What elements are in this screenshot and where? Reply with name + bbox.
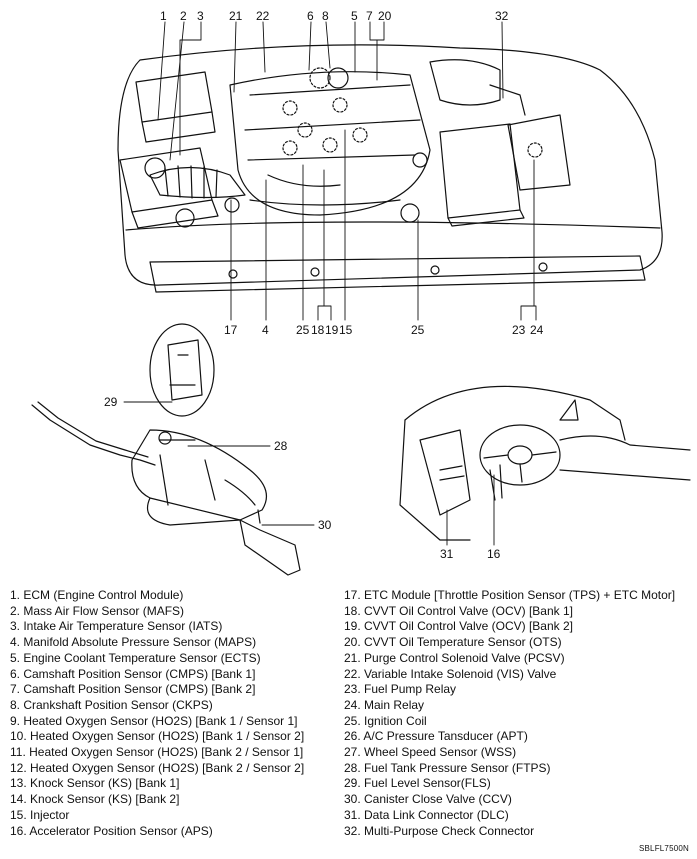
callout-24: 24 [530, 323, 544, 337]
legend-item: 29. Fuel Level Sensor(FLS) [344, 776, 491, 791]
callout-29: 29 [104, 395, 118, 409]
legend-item: 8. Crankshaft Position Sensor (CKPS) [10, 697, 213, 712]
legend-item: 15. Injector [10, 807, 70, 822]
legend-item: 27. Wheel Speed Sensor (WSS) [344, 745, 517, 760]
callout-20: 20 [378, 9, 392, 23]
legend-item: 2. Mass Air Flow Sensor (MAFS) [10, 603, 185, 618]
callout-32: 32 [495, 9, 509, 23]
legend-item: 23. Fuel Pump Relay [344, 682, 457, 697]
figure-code: SBLFL7500N [638, 844, 689, 853]
callout-25-left: 25 [296, 323, 310, 337]
legend-item: 12. Heated Oxygen Sensor (HO2S) [Bank 2 … [10, 760, 305, 775]
legend-item: 4. Manifold Absolute Pressure Sensor (MA… [10, 635, 257, 650]
callout-31: 31 [440, 547, 454, 561]
callout-6: 6 [307, 9, 314, 23]
callout-17: 17 [224, 323, 238, 337]
callout-15: 15 [339, 323, 353, 337]
engine-bay-drawing [117, 44, 663, 293]
legend-item: 25. Ignition Coil [344, 713, 427, 728]
callout-5: 5 [351, 9, 358, 23]
legend-item: 22. Variable Intake Solenoid (VIS) Valve [344, 666, 557, 681]
legend-item: 28. Fuel Tank Pressure Sensor (FTPS) [344, 760, 551, 775]
callout-4: 4 [262, 323, 269, 337]
legend-item: 11. Heated Oxygen Sensor (HO2S) [Bank 2 … [10, 745, 304, 760]
fuel-tank-drawing [31, 323, 301, 576]
legend-item: 31. Data Link Connector (DLC) [344, 807, 509, 822]
callout-16: 16 [487, 547, 501, 561]
legend-item: 18. CVVT Oil Control Valve (OCV) [Bank 1… [344, 603, 573, 618]
legend-item: 17. ETC Module [Throttle Position Sensor… [344, 588, 676, 602]
legend-right-column: 17. ETC Module [Throttle Position Sensor… [344, 588, 675, 839]
interior-drawing [399, 385, 691, 541]
engine-leader-lines [157, 21, 537, 321]
legend-left-column: 1. ECM (Engine Control Module) 2. Mass A… [10, 588, 304, 839]
legend-item: 21. Purge Control Solenoid Valve (PCSV) [344, 650, 565, 665]
callout-23: 23 [512, 323, 526, 337]
callout-8: 8 [322, 9, 329, 23]
legend-item: 19. CVVT Oil Control Valve (OCV) [Bank 2… [344, 619, 573, 634]
callout-22: 22 [256, 9, 270, 23]
callout-28: 28 [274, 439, 288, 453]
legend-item: 5. Engine Coolant Temperature Sensor (EC… [10, 650, 261, 665]
callout-7: 7 [366, 9, 373, 23]
callout-18: 18 [311, 323, 325, 337]
legend-item: 20. CVVT Oil Temperature Sensor (OTS) [344, 635, 562, 650]
callout-21: 21 [229, 9, 243, 23]
legend-item: 9. Heated Oxygen Sensor (HO2S) [Bank 1 /… [10, 713, 298, 728]
legend-item: 24. Main Relay [344, 697, 425, 712]
legend-item: 1. ECM (Engine Control Module) [10, 588, 184, 602]
legend-item: 6. Camshaft Position Sensor (CMPS) [Bank… [10, 666, 256, 681]
callout-1: 1 [160, 9, 167, 23]
legend-item: 32. Multi-Purpose Check Connector [344, 823, 535, 838]
legend-item: 16. Accelerator Position Sensor (APS) [10, 823, 213, 838]
callout-19: 19 [325, 323, 339, 337]
legend-item: 14. Knock Sensor (KS) [Bank 2] [10, 792, 180, 807]
callout-2: 2 [180, 9, 187, 23]
legend-item: 26. A/C Pressure Tansducer (APT) [344, 729, 528, 744]
callout-3: 3 [197, 9, 204, 23]
callout-30: 30 [318, 518, 332, 532]
legend-item: 3. Intake Air Temperature Sensor (IATS) [10, 619, 223, 634]
legend-item: 13. Knock Sensor (KS) [Bank 1] [10, 776, 180, 791]
legend-item: 10. Heated Oxygen Sensor (HO2S) [Bank 1 … [10, 729, 305, 744]
legend-item: 7. Camshaft Position Sensor (CMPS) [Bank… [10, 682, 256, 697]
legend-item: 30. Canister Close Valve (CCV) [344, 792, 512, 807]
callout-25-right: 25 [411, 323, 425, 337]
